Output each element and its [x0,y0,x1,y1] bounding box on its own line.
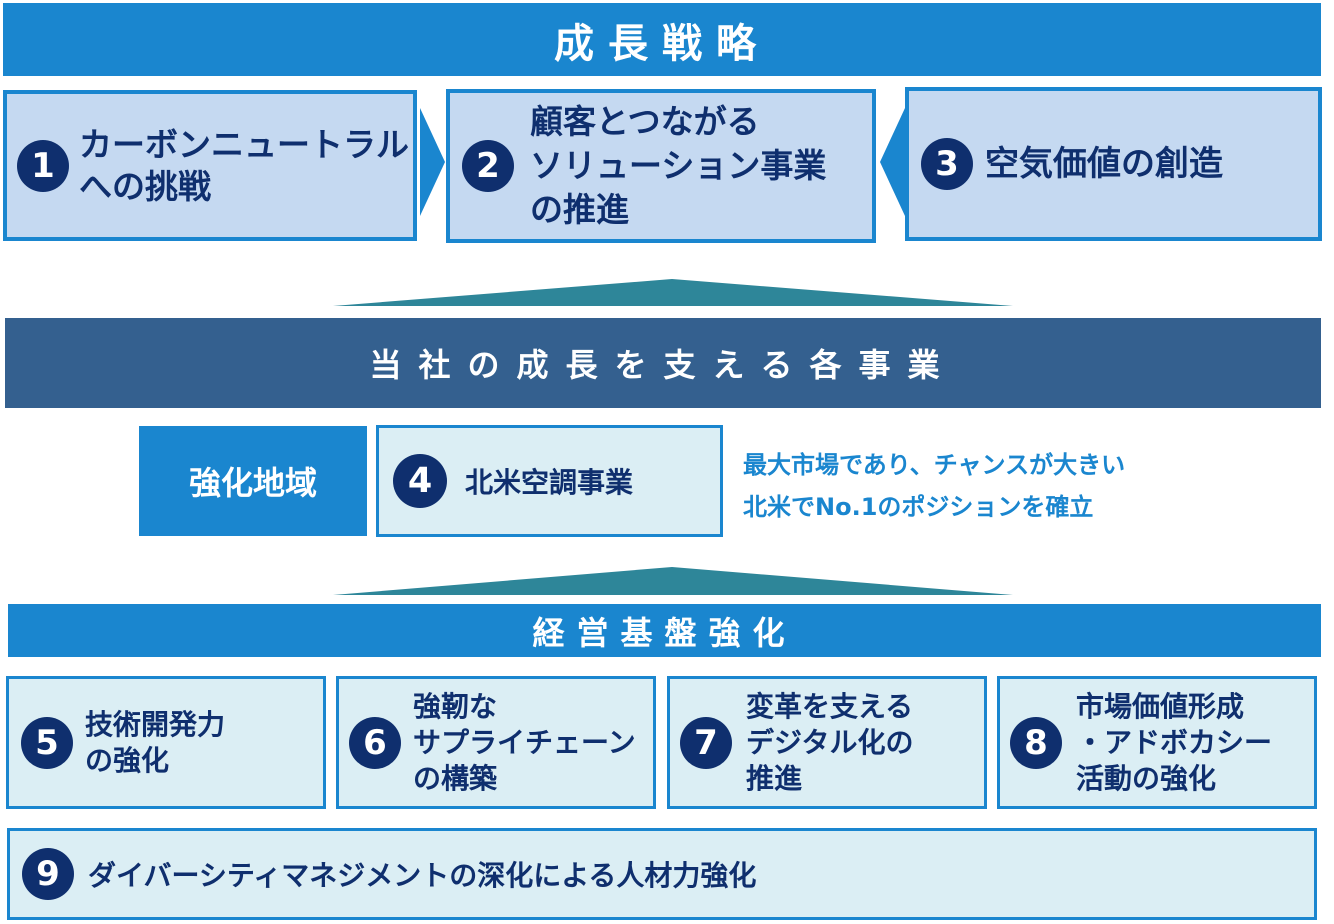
upward-triangle-bottom [333,567,1013,595]
arrow-left-icon [880,108,905,216]
foundation-item-9: 9 ダイバーシティマネジメントの深化による人材力強化 [7,828,1317,920]
foundation-label-6: 強靭な サプライチェーン の構築 [413,689,636,795]
number-badge-8: 8 [1010,716,1062,769]
pillar-label-1: カーボンニュートラル への挑戦 [79,124,409,206]
number-badge-1: 1 [17,139,69,192]
foundation-label-9: ダイバーシティマネジメントの深化による人材力強化 [88,859,757,892]
focus-item-label: 北米空調事業 [465,466,634,499]
number-badge-4: 4 [393,454,447,508]
focus-description: 最大市場であり、チャンスが大きい 北米でNo.1のポジションを確立 [743,451,1126,521]
pillar-label-3: 空気価値の創造 [985,144,1223,184]
strategy-pillar-3: 3 空気価値の創造 [905,87,1322,241]
foundation-label-8: 市場価値形成 ・アドボカシー 活動の強化 [1076,689,1273,795]
pillar-label-2: 顧客とつながる ソリューション事業 の推進 [530,102,827,229]
growth-strategy-title: 成長戦略 [554,20,770,67]
foundation-item-7: 7 変革を支える デジタル化の 推進 [667,676,987,809]
arrow-right-icon [420,108,445,216]
strategy-pillar-2: 2 顧客とつながる ソリューション事業 の推進 [446,89,876,243]
number-badge-5: 5 [21,716,73,769]
number-badge-7: 7 [680,716,732,769]
foundation-item-5: 5 技術開発力 の強化 [6,676,326,809]
foundation-title: 経営基盤強化 [532,613,797,652]
strategy-pillar-1: 1 カーボンニュートラル への挑戦 [3,90,417,241]
businesses-banner: 当社の成長を支える各事業 [5,318,1321,408]
foundation-banner: 経営基盤強化 [8,604,1321,657]
focus-region-label-box: 強化地域 [139,426,367,536]
upward-triangle-top [333,279,1013,306]
foundation-item-6: 6 強靭な サプライチェーン の構築 [336,676,656,809]
foundation-item-8: 8 市場価値形成 ・アドボカシー 活動の強化 [997,676,1317,809]
number-badge-6: 6 [349,716,401,769]
businesses-title: 当社の成長を支える各事業 [369,346,957,384]
number-badge-3: 3 [921,138,973,190]
focus-region-label: 強化地域 [188,464,317,502]
foundation-label-5: 技術開発力 の強化 [85,707,226,777]
number-badge-9: 9 [22,848,74,900]
growth-strategy-banner: 成長戦略 [3,3,1321,76]
foundation-label-7: 変革を支える デジタル化の 推進 [746,689,914,795]
number-badge-2: 2 [462,140,514,192]
focus-item-box: 4 北米空調事業 [376,425,723,537]
